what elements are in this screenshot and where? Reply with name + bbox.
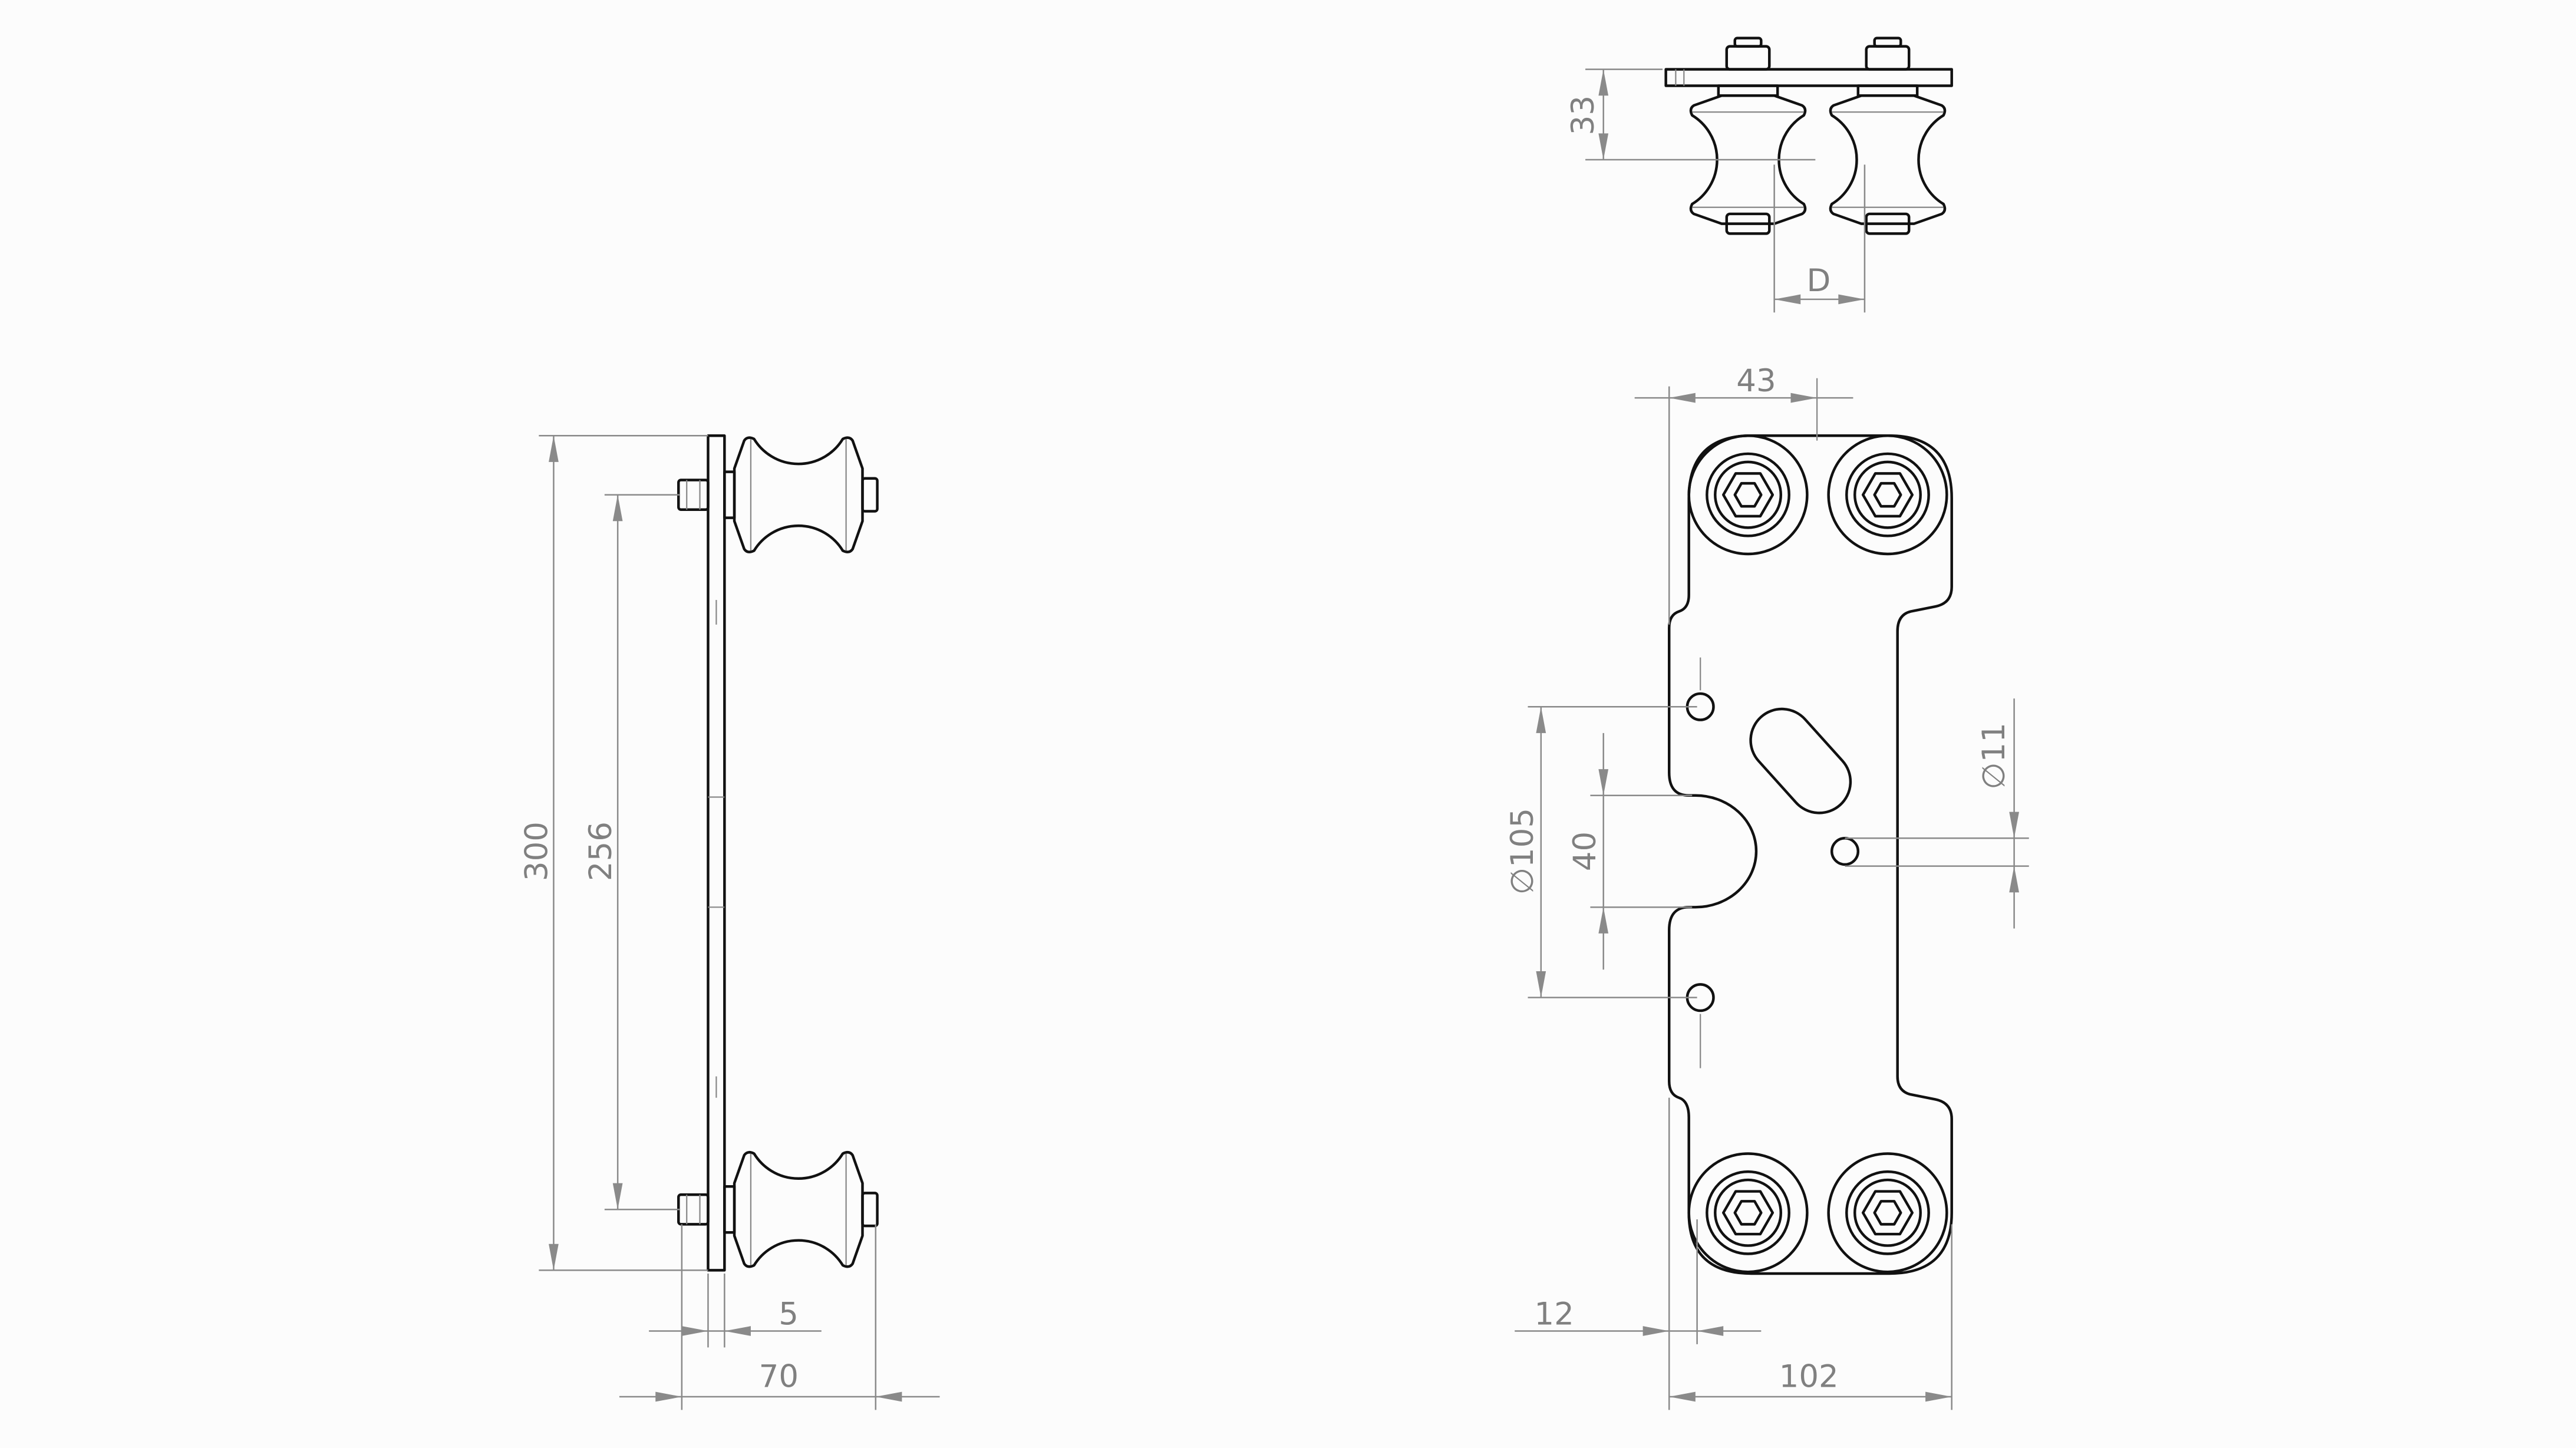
dimension-label: ∅11 — [1976, 723, 2012, 790]
dimension-label: 70 — [759, 1358, 799, 1394]
slot-hole — [1749, 707, 1852, 814]
dimension-d: D — [1773, 164, 1866, 313]
roller-top-right — [1830, 37, 1945, 235]
dimension-hole-spacing: ∅105 — [1505, 705, 1697, 998]
dimension-label: 102 — [1779, 1358, 1839, 1394]
dimension-40: 40 — [1567, 733, 1693, 970]
dimension-label: ∅105 — [1505, 808, 1541, 895]
dimension-33: 33 — [1565, 68, 1816, 161]
dimension-5: 5 — [649, 1273, 822, 1348]
mounting-plate-outline — [1667, 434, 1953, 1275]
dimension-label: 12 — [1534, 1296, 1574, 1332]
front-view: 43 ∅105 40 ∅11 — [1505, 363, 2029, 1410]
dimension-43: 43 — [1634, 363, 1853, 625]
dimension-label: 256 — [583, 822, 619, 881]
dimension-label: 5 — [779, 1296, 799, 1332]
top-view: 33 D — [1565, 37, 1953, 313]
roller-side-bottom — [678, 1152, 879, 1266]
bolt-top-left — [1689, 436, 1808, 554]
bolt-top-right — [1829, 436, 1947, 554]
roller-top-left — [1691, 37, 1805, 235]
dimension-hole-diameter: ∅11 — [1845, 698, 2029, 929]
mounting-plate-side — [707, 434, 726, 1272]
dimension-256: 256 — [583, 494, 681, 1210]
bolt-bottom-right — [1829, 1153, 1947, 1272]
bolt-bottom-left — [1689, 1153, 1808, 1272]
dimension-label: 300 — [519, 822, 555, 881]
dimension-label: 43 — [1736, 363, 1776, 399]
mounting-plate-edge — [1664, 68, 1953, 87]
roller-side-top — [678, 438, 879, 552]
dimension-102: 102 — [1669, 1224, 1952, 1410]
dimension-70: 70 — [619, 1224, 940, 1410]
dimension-label: D — [1807, 263, 1831, 299]
dimension-label: 40 — [1567, 832, 1603, 871]
dimension-300: 300 — [519, 435, 708, 1271]
dimension-12: 12 — [1515, 1097, 1762, 1410]
side-view: 300 256 5 70 — [519, 434, 940, 1410]
hole-right — [1830, 837, 1860, 866]
dimension-label: 33 — [1565, 95, 1601, 135]
